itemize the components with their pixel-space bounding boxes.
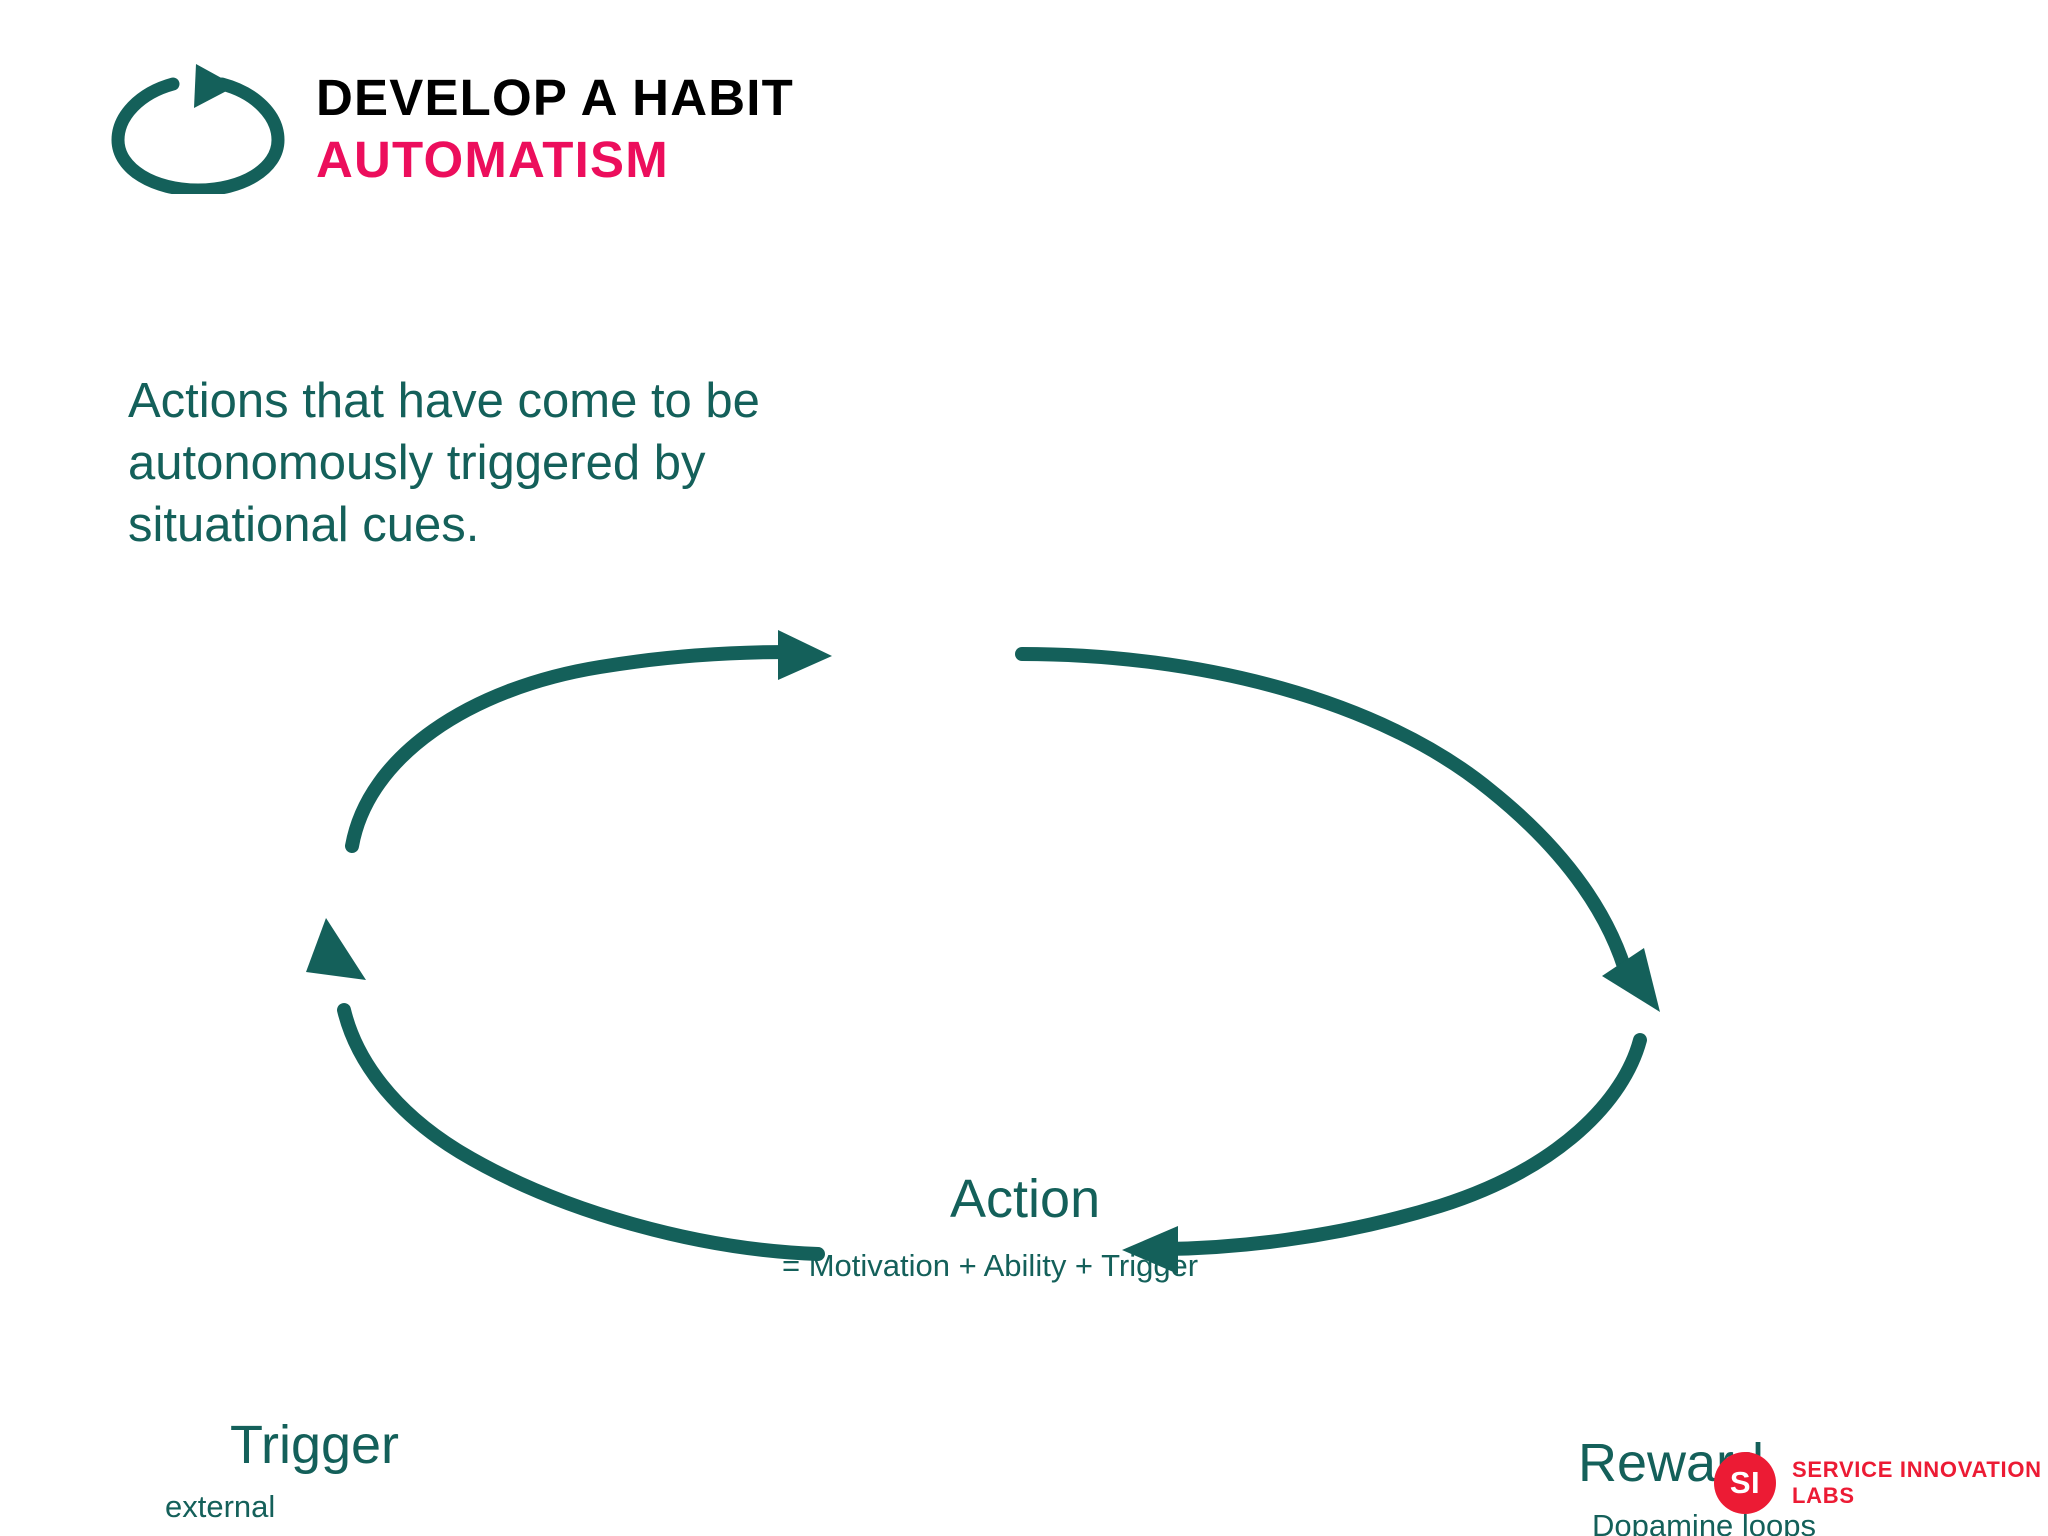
lead-paragraph: Actions that have come to be autonomousl… xyxy=(128,370,968,557)
habit-loop-diagram: Action = Motivation + Ability + Trigger … xyxy=(0,560,2048,1536)
node-reward-subtitle: Dopamine loops activated by Tribe Hunt S… xyxy=(1592,1506,1816,1536)
edge-action-to-reward xyxy=(1015,647,1660,1012)
node-trigger-sub-line-2: & xyxy=(165,1528,399,1536)
node-action: Action = Motivation + Ability + Trigger xyxy=(782,1169,1198,1286)
lead-line-2: autonomously triggered by xyxy=(128,436,706,491)
node-trigger: Trigger external & internal xyxy=(165,1415,400,1536)
node-trigger-subtitle: external & internal xyxy=(165,1486,399,1536)
edge-investment-to-trigger xyxy=(306,918,825,1261)
cycle-arrows-svg xyxy=(306,630,1660,1274)
node-action-subtitle: = Motivation + Ability + Trigger xyxy=(782,1248,1199,1283)
footer-logo-wordmark: SERVICE INNOVATION LABS xyxy=(1792,1457,2042,1509)
brand-lockup: DEVELOP A HABIT AUTOMATISM xyxy=(110,62,794,194)
footer-logo-line-1: SERVICE INNOVATION xyxy=(1792,1457,2042,1483)
footer-logo: SI SERVICE INNOVATION LABS xyxy=(1714,1452,2042,1514)
brand-title-block: DEVELOP A HABIT AUTOMATISM xyxy=(316,72,794,185)
lead-line-3: situational cues. xyxy=(128,498,480,553)
edge-trigger-to-action xyxy=(345,630,832,853)
si-badge-icon: SI xyxy=(1714,1452,1776,1514)
lead-line-1: Actions that have come to be xyxy=(128,374,760,428)
node-action-title: Action xyxy=(950,1169,1101,1229)
brand-title-primary: DEVELOP A HABIT xyxy=(316,68,794,126)
node-trigger-sub-line-1: external xyxy=(165,1489,276,1524)
edge-reward-to-investment xyxy=(1122,1033,1647,1274)
circular-loop-arrow-icon xyxy=(111,64,285,194)
footer-logo-line-2: LABS xyxy=(1792,1483,1855,1508)
brand-title-secondary: AUTOMATISM xyxy=(316,130,669,188)
node-reward-sub-line-1: Dopamine loops xyxy=(1592,1508,1817,1536)
node-trigger-title: Trigger xyxy=(230,1415,400,1475)
